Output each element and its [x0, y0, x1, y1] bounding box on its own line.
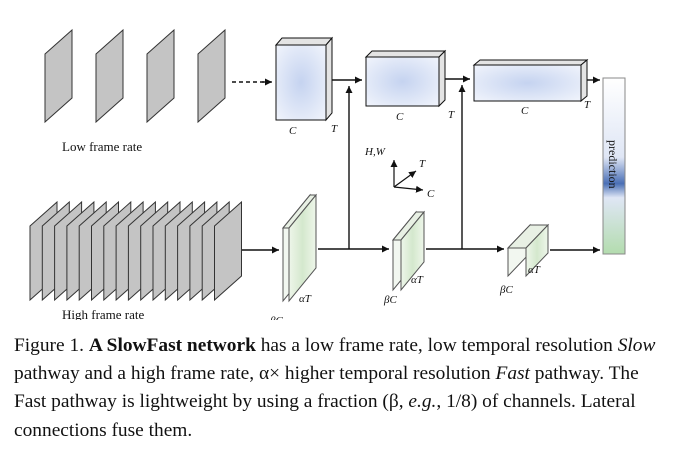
slow-block-3-t: T	[584, 99, 591, 111]
axis-hw-label: H,W	[364, 146, 386, 158]
fast-block-1-t: αT	[299, 293, 312, 305]
fast-block-2	[391, 210, 426, 292]
low-frame-rate-label: Low frame rate	[62, 139, 142, 154]
caption-text-3: pathway. The Fast pathway is lightweight…	[14, 363, 639, 413]
fast-block-2-t: αT	[411, 274, 424, 286]
high-rate-frames	[29, 200, 242, 302]
slow-block-3	[472, 58, 589, 103]
high-rate-frame	[214, 200, 242, 302]
caption-bold: A SlowFast network	[88, 335, 256, 356]
figure-caption: Figure 1. A SlowFast network has a low f…	[14, 332, 664, 445]
fast-block-3-c: βC	[499, 284, 513, 296]
axis-t-label: T	[419, 158, 426, 170]
fast-block-1	[281, 193, 318, 303]
prediction-bar	[602, 77, 626, 255]
fast-block-2-c: βC	[383, 294, 397, 306]
caption-text-4: , 1/8) of channels. Lateral connections …	[14, 391, 636, 441]
caption-text-2: pathway and a high frame rate, α× higher…	[14, 363, 496, 385]
slowfast-diagram: Low frame rate High frame rate C T C T C…	[29, 28, 626, 320]
slow-block-3-c: C	[521, 105, 529, 117]
fast-path-arrows	[242, 245, 600, 254]
slow-block-2	[364, 49, 447, 108]
axis-c-label: C	[427, 188, 435, 200]
caption-slow: Slow	[617, 335, 656, 356]
lateral-connections	[345, 85, 466, 249]
slow-block-1	[274, 36, 334, 122]
caption-fast: Fast	[495, 363, 530, 385]
fast-block-3	[506, 223, 550, 278]
caption-text-1: has a low frame rate, low temporal resol…	[255, 335, 618, 356]
slow-block-1-c: C	[289, 125, 297, 137]
caption-eg: e.g.	[408, 391, 437, 413]
low-rate-frames	[44, 28, 226, 124]
fast-block-1-c: βC	[269, 315, 283, 320]
slow-block-2-c: C	[396, 111, 404, 123]
slow-block-1-t: T	[331, 123, 338, 135]
slow-block-2-t: T	[448, 109, 455, 121]
fast-block-3-t: αT	[528, 264, 541, 276]
high-frame-rate-label: High frame rate	[62, 307, 145, 320]
prediction-label: prediction	[606, 140, 620, 189]
slow-path-arrows	[232, 75, 600, 86]
caption-label: Figure 1.	[14, 335, 85, 356]
axes-indicator	[390, 160, 424, 193]
